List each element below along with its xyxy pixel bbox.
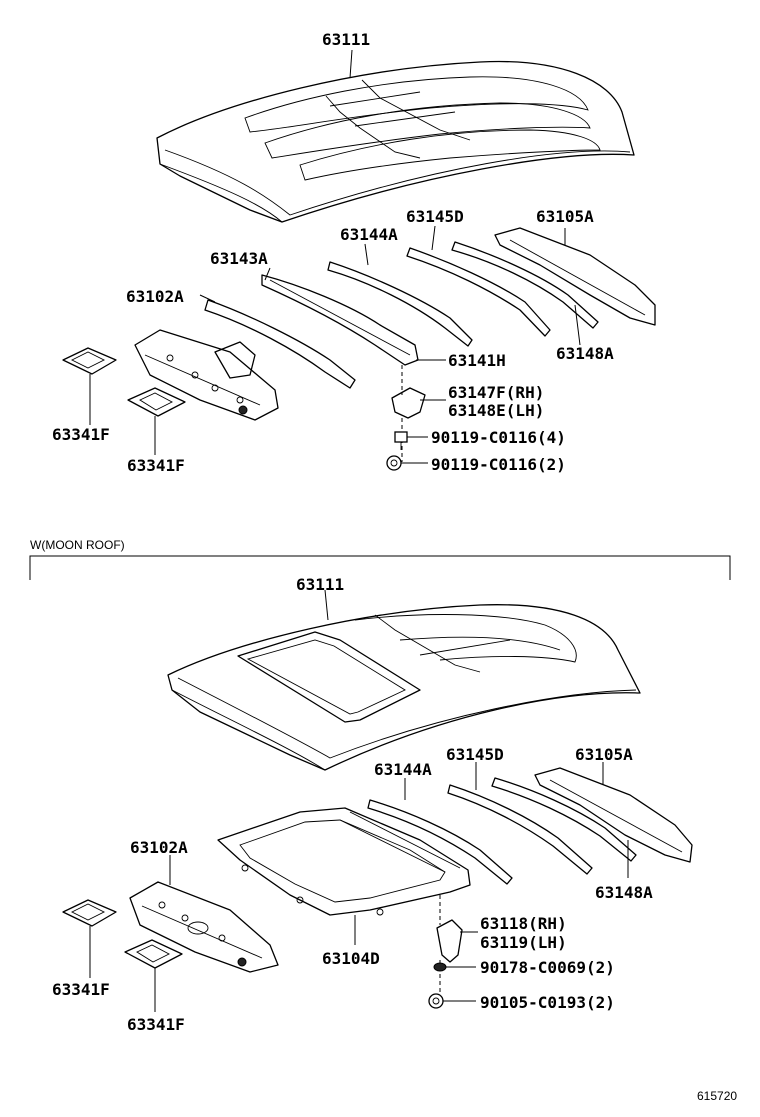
label-rail-d-bottom: 63105A bbox=[575, 745, 633, 764]
rail-63148a-drawing bbox=[451, 241, 599, 329]
label-pad-left: 63341F bbox=[52, 425, 110, 444]
label-bracket-rh: 63147F(RH) bbox=[448, 383, 544, 402]
label-bracket-rh-bottom: 63118(RH) bbox=[480, 914, 567, 933]
moonroof-panel-drawing bbox=[167, 604, 641, 771]
rear-header-drawing bbox=[494, 227, 656, 326]
label-clip-bottom: 90178-C0069(2) bbox=[480, 958, 615, 977]
rail-63145d-drawing bbox=[406, 247, 551, 337]
label-rail-a: 63143A bbox=[210, 249, 268, 268]
label-front-header-bottom: 63102A bbox=[130, 838, 188, 857]
front-header-drawing bbox=[134, 329, 279, 421]
pad-right-drawing bbox=[127, 387, 186, 417]
top-assembly: 63111 63143A 63144A 63145D 63105A 63102A… bbox=[52, 30, 656, 475]
label-rail-d: 63105A bbox=[536, 207, 594, 226]
section-label: W(MOON ROOF) bbox=[30, 538, 125, 552]
label-bracket-lh: 63148E(LH) bbox=[448, 401, 544, 420]
label-reinforcement: 63141H bbox=[448, 351, 506, 370]
label-pad-right: 63341F bbox=[127, 456, 185, 475]
rail-63145d-drawing-bottom bbox=[447, 784, 593, 875]
roof-panel-drawing bbox=[156, 60, 635, 223]
label-bolt-bottom: 90105-C0193(2) bbox=[480, 993, 615, 1012]
label-rail-b: 63144A bbox=[340, 225, 398, 244]
diagram-number: 615720 bbox=[697, 1089, 737, 1103]
rail-63148a-drawing-bottom bbox=[491, 777, 637, 862]
label-rear-rail: 63148A bbox=[556, 344, 614, 363]
label-pad-left-bottom: 63341F bbox=[52, 980, 110, 999]
label-rail-b-bottom: 63144A bbox=[374, 760, 432, 779]
moon-roof-section-bracket: W(MOON ROOF) bbox=[29, 538, 731, 580]
label-roof-panel: 63111 bbox=[322, 30, 370, 49]
bolt-drawing bbox=[394, 431, 408, 450]
pad-left-drawing-bottom bbox=[62, 899, 117, 927]
label-rail-c-bottom: 63145D bbox=[446, 745, 504, 764]
label-roof-panel-bottom: 63111 bbox=[296, 575, 344, 594]
nut-drawing bbox=[386, 455, 402, 471]
rail-63143a-drawing bbox=[204, 299, 356, 389]
rear-header-drawing-bottom bbox=[534, 767, 693, 863]
label-pad-right-bottom: 63341F bbox=[127, 1015, 185, 1034]
label-nut: 90119-C0116(2) bbox=[431, 455, 566, 474]
label-bracket-lh-bottom: 63119(LH) bbox=[480, 933, 567, 952]
label-sunroof-frame: 63104D bbox=[322, 949, 380, 968]
rail-63144a-drawing bbox=[327, 261, 473, 347]
pad-right-drawing-bottom bbox=[124, 939, 183, 969]
front-header-drawing-bottom bbox=[129, 881, 279, 973]
clip-drawing bbox=[433, 962, 447, 972]
label-front-header: 63102A bbox=[126, 287, 184, 306]
label-rail-c: 63145D bbox=[406, 207, 464, 226]
bracket-drawing-bottom bbox=[436, 919, 463, 963]
reinforcement-drawing bbox=[261, 274, 419, 366]
bracket-drawing bbox=[391, 387, 426, 419]
bottom-assembly: 63111 63144A 63145D 63105A 63102A 63104D… bbox=[52, 575, 693, 1034]
pad-left-drawing bbox=[62, 347, 117, 375]
sunroof-frame-drawing bbox=[217, 807, 471, 916]
bolt-drawing-bottom bbox=[428, 993, 444, 1009]
rail-63144a-drawing-bottom bbox=[367, 799, 513, 885]
label-rear-rail-bottom: 63148A bbox=[595, 883, 653, 902]
label-bolt: 90119-C0116(4) bbox=[431, 428, 566, 447]
